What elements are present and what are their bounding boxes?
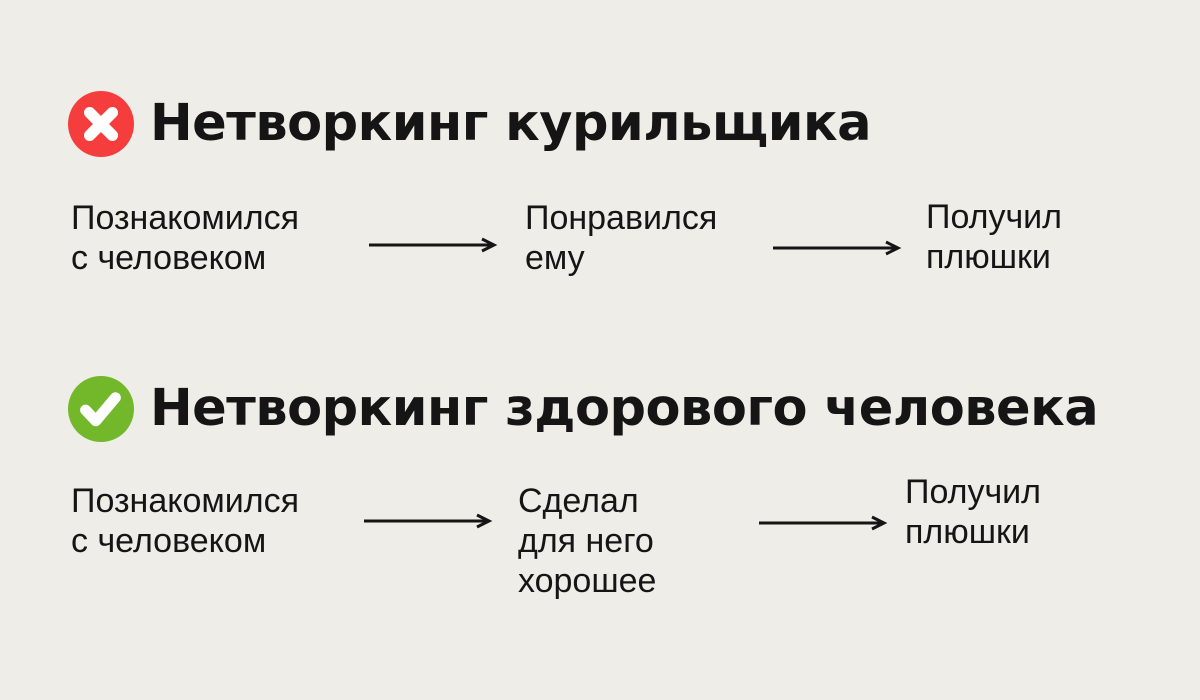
step-met-person: Познакомился с человеком [71, 199, 300, 277]
arrow-right-icon [364, 513, 493, 529]
section-header: Нетворкинг курильщика [68, 91, 871, 157]
section-title: Нетворкинг здорового человека [150, 379, 1099, 438]
arrow-right-icon [369, 237, 498, 253]
step-did-good: Сделал для него хорошее [518, 482, 657, 600]
section-title: Нетворкинг курильщика [150, 94, 871, 153]
arrow-right-icon [773, 240, 902, 256]
step-got-perks: Получил плюшки [905, 473, 1041, 551]
step-got-perks: Получил плюшки [926, 198, 1062, 276]
step-liked-you: Понравился ему [525, 199, 718, 277]
check-circle-icon [68, 376, 134, 442]
step-met-person: Познакомился с человеком [71, 482, 300, 560]
cross-circle-icon [68, 91, 134, 157]
section-header: Нетворкинг здорового человека [68, 376, 1099, 442]
arrow-right-icon [759, 515, 888, 531]
